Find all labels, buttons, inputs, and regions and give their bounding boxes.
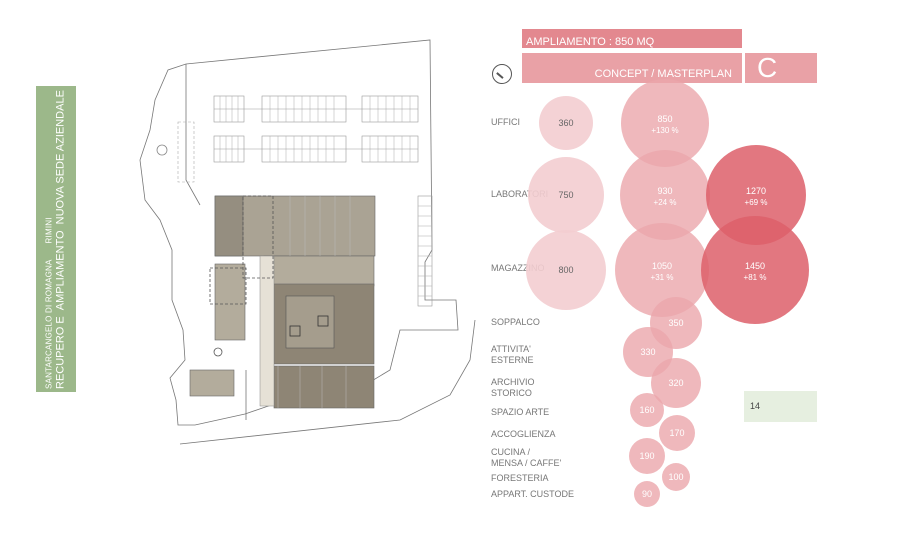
row-label-cucina: CUCINA / MENSA / CAFFE' <box>491 447 562 468</box>
bubble-value: 1270 <box>746 186 766 196</box>
bubble-percent: +81 % <box>744 273 767 282</box>
bubble-value: 850 <box>657 114 672 124</box>
bubble-170: 170 <box>659 415 695 451</box>
side-band <box>36 86 76 392</box>
page-number: 14 <box>744 391 817 422</box>
well-mark <box>213 347 223 357</box>
bubble-1050: 1050 +31 % <box>615 223 709 317</box>
row-label-appart-custode: APPART. CUSTODE <box>491 489 575 499</box>
bubble-circle <box>659 415 695 451</box>
bubble-value: 190 <box>639 451 654 461</box>
bubble-930: 930 +24 % <box>620 150 710 240</box>
bubble-value: 750 <box>558 190 573 200</box>
bubble-value: 930 <box>657 186 672 196</box>
bubble-percent: +31 % <box>651 273 674 282</box>
parking-area <box>213 95 419 163</box>
row-label-spazio-arte: SPAZIO ARTE <box>491 407 550 417</box>
bubble-circle <box>634 481 660 507</box>
row-label-laboratori: LABORATORI <box>491 189 549 199</box>
bubble-circle <box>701 216 809 324</box>
bubble-value: 1450 <box>745 261 765 271</box>
bubble-percent: +69 % <box>745 198 768 207</box>
bubble-value: 800 <box>558 265 573 275</box>
header-title: AMPLIAMENTO : 850 MQ <box>522 29 742 48</box>
row-label-magazzino: MAGAZZINO <box>491 263 545 273</box>
bubble-circle <box>630 393 664 427</box>
row-label-accoglienza: ACCOGLIENZA <box>491 429 556 439</box>
bubble-value: 320 <box>668 378 683 388</box>
bubble-850: 850 +130 % <box>621 79 709 167</box>
bubble-value: 330 <box>640 347 655 357</box>
bubble-circle <box>615 223 709 317</box>
bubble-percent: +130 % <box>651 126 678 135</box>
bubble-percent: +24 % <box>654 198 677 207</box>
bubble-320: 320 <box>651 358 701 408</box>
bubble-value: 360 <box>558 118 573 128</box>
bubble-360: 360 <box>539 96 593 150</box>
row-label-archivio-storico: ARCHIVIO STORICO <box>491 377 535 398</box>
bubble-750: 750 <box>528 157 604 233</box>
bubble-1450: 1450 +81 % <box>701 216 809 324</box>
bubble-circle <box>621 79 709 167</box>
site-boundary <box>139 39 476 445</box>
buildings <box>189 195 376 409</box>
bubble-circle <box>662 463 690 491</box>
bubble-90: 90 <box>634 481 660 507</box>
bubble-value: 90 <box>642 489 652 499</box>
bubble-circle <box>526 230 606 310</box>
side-parking-stripes <box>418 205 432 297</box>
bubble-190: 190 <box>629 438 665 474</box>
bubble-circle <box>539 96 593 150</box>
dashed-area <box>177 121 195 183</box>
bubble-circle <box>706 145 806 245</box>
bubble-800: 800 <box>526 230 606 310</box>
bubble-value: 160 <box>639 405 654 415</box>
bubble-value: 350 <box>668 318 683 328</box>
row-label-uffici: UFFICI <box>491 117 520 127</box>
clock-icon <box>492 64 512 84</box>
bubble-1270: 1270 +69 % <box>706 145 806 245</box>
bubble-value: 170 <box>669 428 684 438</box>
tree-mark <box>156 144 168 156</box>
bubble-circle <box>629 438 665 474</box>
bubble-circle <box>528 157 604 233</box>
dashed-extension <box>209 195 274 305</box>
row-label-soppalco: SOPPALCO <box>491 317 540 327</box>
header-letter: C <box>745 53 817 83</box>
row-label-foresteria: FORESTERIA <box>491 473 549 483</box>
row-label-attivita-esterne: ATTIVITA' ESTERNE <box>491 344 534 365</box>
bubble-circle <box>651 358 701 408</box>
side-parking <box>417 195 433 307</box>
bubble-circle <box>620 150 710 240</box>
bubble-100: 100 <box>662 463 690 491</box>
bubble-160: 160 <box>630 393 664 427</box>
bubble-value: 1050 <box>652 261 672 271</box>
roof-lines <box>277 196 351 408</box>
bubble-value: 100 <box>668 472 683 482</box>
header-subtitle: CONCEPT / MASTERPLAN <box>522 53 742 83</box>
parking-stripes <box>219 96 411 162</box>
